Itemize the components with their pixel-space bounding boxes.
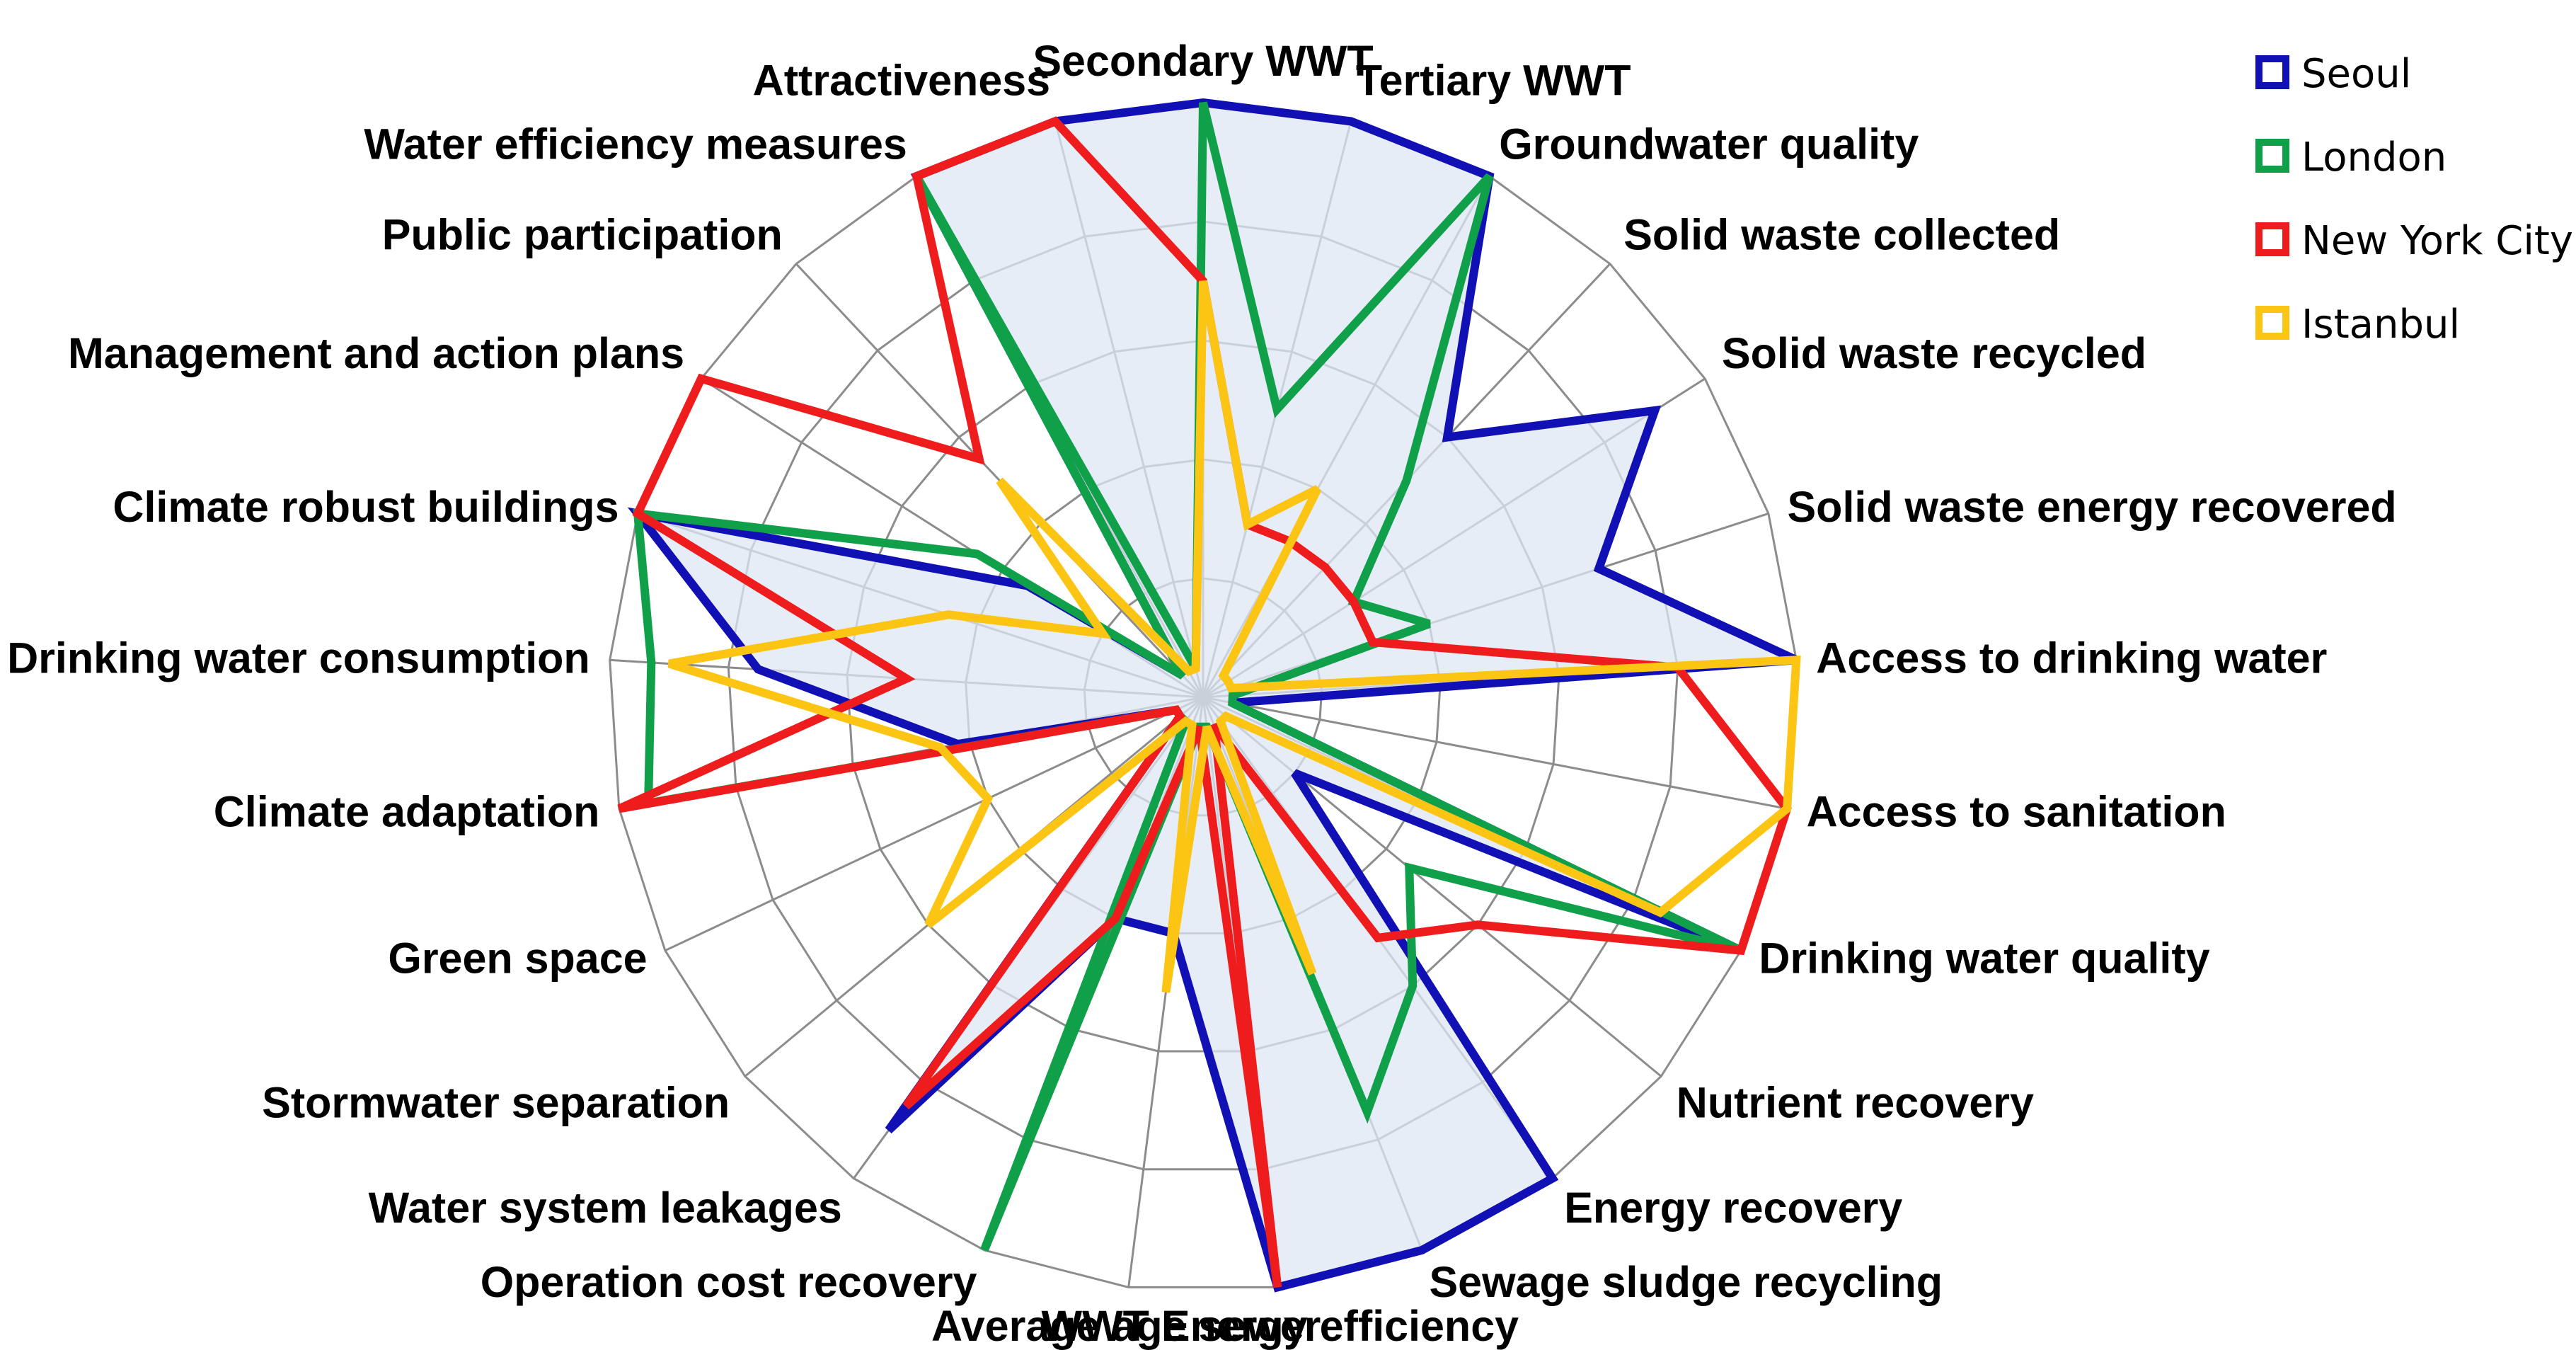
legend-swatch-london	[2255, 139, 2289, 173]
series-line-istanbul	[667, 280, 1801, 993]
legend-label-seoul: Seoul	[2301, 51, 2411, 97]
series-line-new-york-city	[617, 116, 1792, 1288]
series-line-seoul	[627, 98, 1798, 1293]
axis-spoke-access-to-sanitation	[1202, 696, 1788, 810]
axis-label-climate-adaptation: Climate adaptation	[214, 788, 600, 836]
axis-label-attractiveness: Attractiveness	[753, 56, 1050, 104]
seoul-area	[638, 103, 1797, 1288]
axis-label-groundwater-quality: Groundwater quality	[1499, 120, 1919, 168]
legend-swatch-seoul	[2255, 55, 2289, 89]
axis-label-average-age-sewer: Average age sewer	[931, 1302, 1321, 1350]
axis-label-secondary-wwt: Secondary WWT	[1033, 37, 1373, 85]
axis-label-nutrient-recovery: Nutrient recovery	[1677, 1078, 2034, 1126]
legend-label-istanbul: Istanbul	[2301, 302, 2460, 348]
axis-label-stormwater-separation: Stormwater separation	[262, 1078, 730, 1126]
axis-label-water-efficiency-measures: Water efficiency measures	[364, 120, 907, 168]
series-lines	[617, 98, 1801, 1293]
axis-label-access-to-sanitation: Access to sanitation	[1807, 788, 2226, 836]
axis-label-water-system-leakages: Water system leakages	[369, 1184, 842, 1232]
seoul-area-fill	[638, 103, 1797, 1288]
legend-label-new-york-city: New York City	[2301, 218, 2573, 264]
axis-label-solid-waste-collected: Solid waste collected	[1623, 210, 2060, 258]
axis-label-solid-waste-energy-recovered: Solid waste energy recovered	[1788, 483, 2397, 531]
axis-spoke-green-space	[665, 696, 1204, 952]
axis-label-management-and-action-plans: Management and action plans	[68, 329, 684, 377]
axis-label-solid-waste-recycled: Solid waste recycled	[1722, 329, 2146, 377]
axis-label-energy-recovery: Energy recovery	[1564, 1184, 1902, 1232]
axis-label-drinking-water-consumption: Drinking water consumption	[7, 634, 590, 682]
axis-label-access-to-drinking-water: Access to drinking water	[1816, 634, 2327, 682]
axis-label-public-participation: Public participation	[382, 210, 783, 258]
axis-label-wwt-energy-efficiency: WWT Energy efficiency	[1042, 1302, 1519, 1350]
legend-label-london: London	[2301, 135, 2446, 181]
axis-label-climate-robust-buildings: Climate robust buildings	[113, 483, 619, 531]
legend-swatch-istanbul	[2255, 306, 2289, 340]
axis-label-sewage-sludge-recycling: Sewage sludge recycling	[1430, 1258, 1943, 1306]
axis-label-green-space: Green space	[388, 934, 647, 983]
axis-label-tertiary-wwt: Tertiary WWT	[1356, 56, 1631, 104]
axis-label-drinking-water-quality: Drinking water quality	[1759, 934, 2209, 983]
axis-label-operation-cost-recovery: Operation cost recovery	[481, 1258, 977, 1306]
legend-swatch-new-york-city	[2255, 222, 2289, 256]
